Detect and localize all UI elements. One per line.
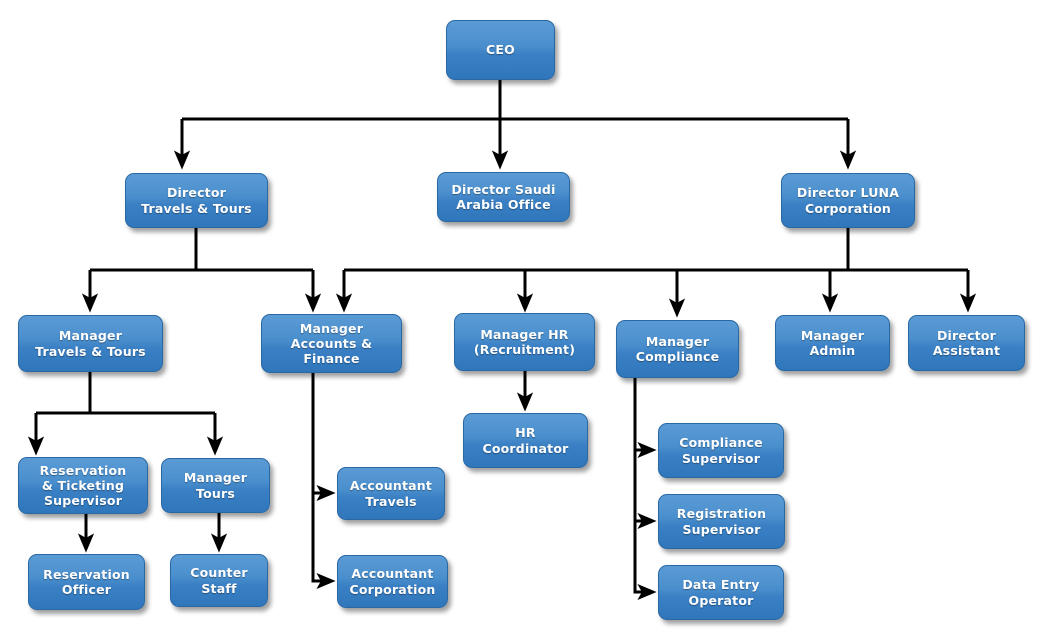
node-label: Manager Travels & Tours [35, 328, 146, 359]
node-label: Data Entry Operator [682, 577, 760, 608]
node-accountant-travels[interactable]: Accountant Travels [337, 467, 445, 520]
node-ceo[interactable]: CEO [446, 20, 555, 80]
node-label: Manager Accounts & Finance [290, 320, 373, 367]
node-compliance-supervisor[interactable]: Compliance Supervisor [658, 423, 784, 478]
node-manager-hr-recruitment[interactable]: Manager HR (Recruitment) [454, 313, 595, 371]
node-label: Compliance Supervisor [679, 435, 763, 466]
node-label: Reservation & Ticketing Supervisor [39, 462, 127, 509]
node-label: CEO [486, 42, 515, 58]
edge-mgraccounts-to-acccorp [311, 493, 336, 590]
node-manager-tours[interactable]: Manager Tours [161, 458, 270, 513]
node-label: Manager Compliance [635, 333, 720, 364]
edge-mgrcompliance-to-regsup [633, 450, 657, 530]
node-label: Registration Supervisor [676, 506, 767, 537]
node-manager-compliance[interactable]: Manager Compliance [616, 320, 739, 378]
node-manager-travels-and-tours[interactable]: Manager Travels & Tours [18, 315, 163, 372]
node-director-saudi-arabia-office[interactable]: Director Saudi Arabia Office [437, 172, 570, 222]
node-label: Director Travels & Tours [141, 185, 252, 216]
node-manager-admin[interactable]: Manager Admin [775, 315, 890, 371]
node-label: HR Coordinator [482, 425, 569, 456]
node-accountant-corporation[interactable]: Accountant Corporation [337, 555, 448, 608]
node-label: Director LUNA Corporation [796, 185, 900, 216]
node-label: Counter Staff [190, 565, 248, 596]
node-reservation-officer[interactable]: Reservation Officer [28, 554, 145, 610]
node-label: Director Saudi Arabia Office [451, 181, 556, 212]
node-label: Director Assistant [932, 327, 1001, 358]
node-counter-staff[interactable]: Counter Staff [170, 554, 268, 607]
node-registration-supervisor[interactable]: Registration Supervisor [658, 494, 785, 549]
node-data-entry-operator[interactable]: Data Entry Operator [658, 565, 784, 620]
node-label: Manager Tours [183, 470, 248, 501]
node-director-travels-and-tours[interactable]: Director Travels & Tours [125, 173, 268, 228]
node-label: Accountant Travels [349, 478, 433, 509]
node-label: Manager HR (Recruitment) [473, 326, 576, 357]
edge-mgraccounts-to-acctravels [311, 373, 336, 502]
node-label: Manager Admin [800, 327, 865, 358]
node-label: Reservation Officer [43, 566, 130, 597]
edge-mgrcompliance-to-dataentry [633, 521, 657, 601]
node-manager-accounts-and-finance[interactable]: Manager Accounts & Finance [261, 314, 402, 373]
edge-mgrcompliance-to-compsup [633, 378, 657, 459]
node-director-assistant[interactable]: Director Assistant [908, 315, 1025, 371]
node-hr-coordinator[interactable]: HR Coordinator [463, 413, 588, 468]
node-director-luna-corporation[interactable]: Director LUNA Corporation [781, 173, 915, 228]
node-label: Accountant Corporation [349, 566, 436, 597]
node-reservation-and-ticketing-supervisor[interactable]: Reservation & Ticketing Supervisor [18, 457, 148, 514]
